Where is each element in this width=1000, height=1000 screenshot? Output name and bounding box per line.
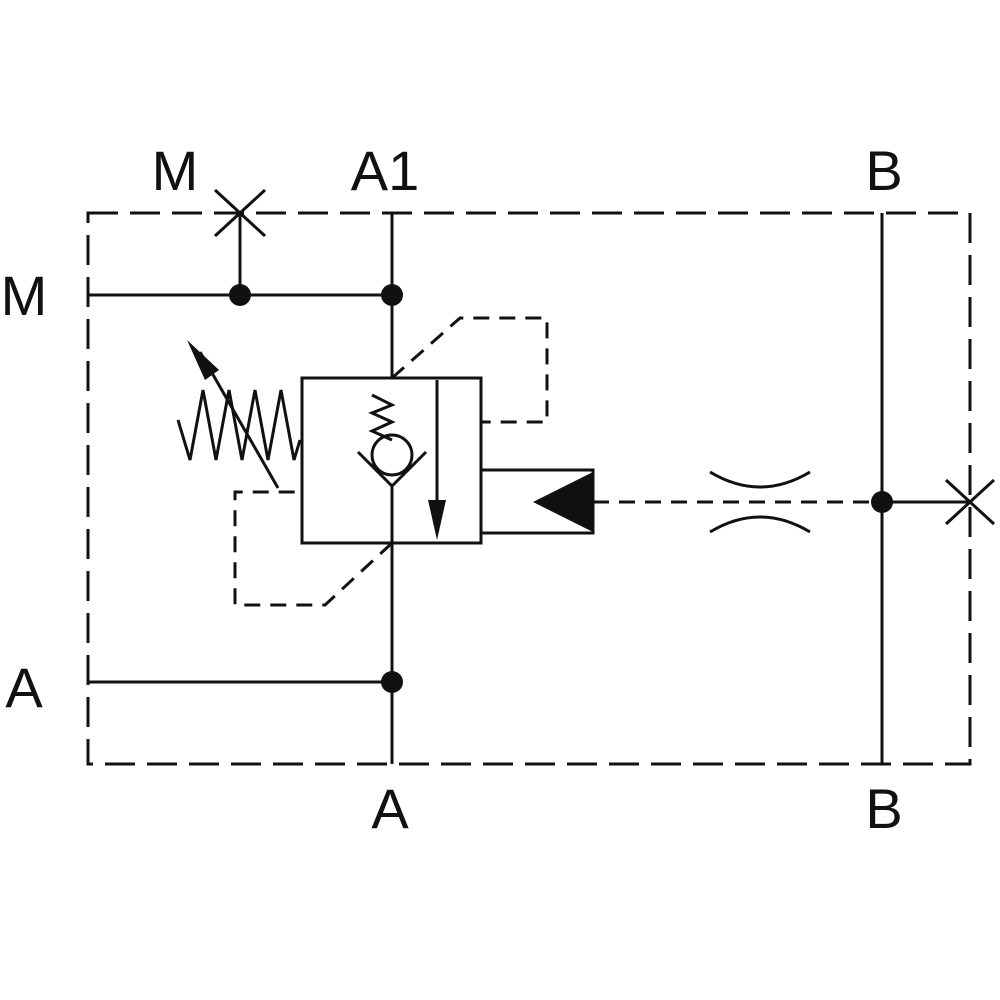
port-label-b-bottom: B bbox=[865, 777, 902, 840]
port-label-b-top: B bbox=[865, 139, 902, 202]
plugged-port-m-icon bbox=[213, 188, 267, 238]
pilot-pressure-triangle-icon bbox=[533, 472, 593, 532]
port-label-a-bottom: A bbox=[371, 777, 409, 840]
junction-a bbox=[381, 671, 403, 693]
port-label-m-top: M bbox=[152, 139, 199, 202]
valve-body-boundary bbox=[86, 211, 972, 766]
adjustable-spring-icon bbox=[176, 340, 302, 489]
port-label-m-left: M bbox=[1, 264, 48, 327]
port-label-a1: A1 bbox=[351, 139, 420, 202]
flow-arrow-down-icon bbox=[428, 380, 446, 540]
pilot-line-bottom bbox=[233, 490, 394, 607]
orifice-restrictor-icon bbox=[709, 470, 811, 534]
junction-m-gauge bbox=[229, 284, 251, 306]
port-label-a-left: A bbox=[5, 656, 43, 719]
plugged-port-b-icon bbox=[944, 478, 996, 526]
check-valve-icon bbox=[356, 393, 428, 489]
pilot-line-top bbox=[391, 316, 549, 424]
